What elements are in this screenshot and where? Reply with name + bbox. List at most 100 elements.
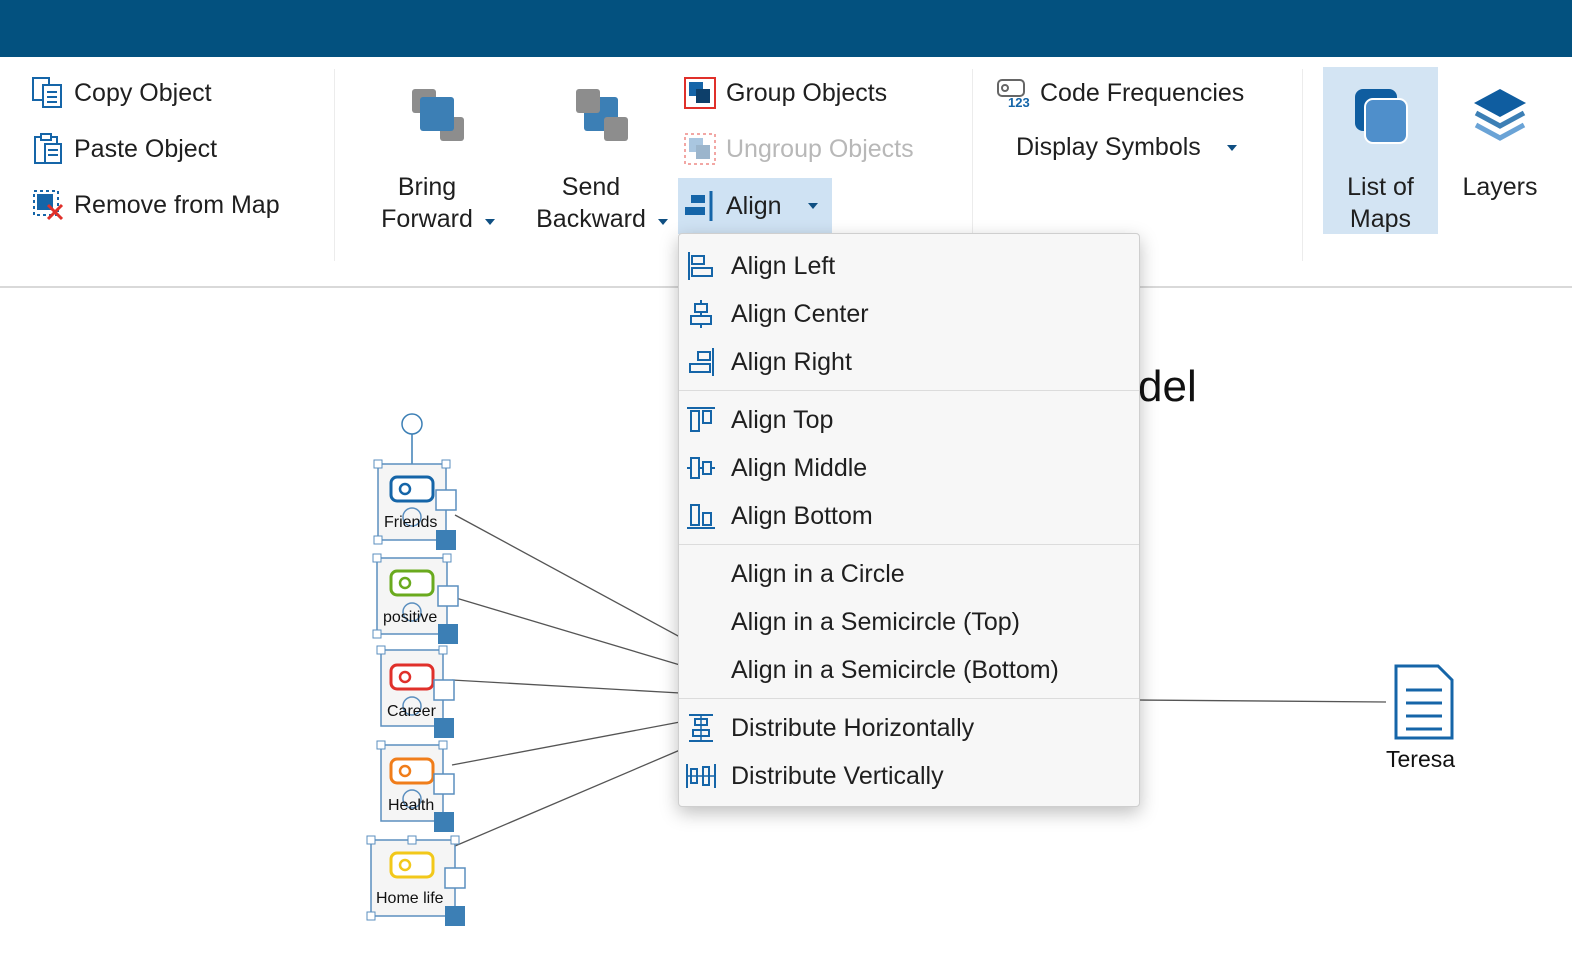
align-label: Align <box>726 191 782 220</box>
menu-item-label: Distribute Horizontally <box>731 713 975 742</box>
menu-item-distribute-horizontally[interactable]: Distribute Horizontally <box>679 706 1139 750</box>
display-symbols-button[interactable]: Display Symbols <box>1016 133 1237 162</box>
menu-item-label: Align in a Semicircle (Bottom) <box>731 655 1059 684</box>
copy-object-label: Copy Object <box>74 78 212 107</box>
group-objects-label: Group Objects <box>726 78 888 107</box>
bring-forward-button[interactable]: Bring Forward <box>368 85 508 235</box>
code-frequencies-button[interactable]: 123 Code Frequencies <box>996 75 1244 111</box>
remove-from-map-label: Remove from Map <box>74 190 280 219</box>
menu-item-align-center[interactable]: Align Center <box>679 292 1139 336</box>
code-node-positive <box>372 553 459 644</box>
code-frequencies-label: Code Frequencies <box>1040 78 1245 107</box>
node-label: Home life <box>376 890 444 907</box>
menu-item-label: Distribute Vertically <box>731 761 944 790</box>
remove-from-map-icon <box>30 187 66 223</box>
layers-label: Layers <box>1462 173 1538 201</box>
layers-button[interactable]: Layers <box>1450 85 1550 203</box>
menu-item-label: Align Top <box>731 405 834 434</box>
align-top-icon <box>679 398 723 442</box>
connection-line <box>451 679 681 694</box>
map-title: del <box>1138 362 1197 411</box>
distribute-vertically-icon <box>679 754 723 798</box>
code-node-health <box>376 740 455 832</box>
align-left-icon <box>679 244 723 288</box>
align-icon <box>682 188 718 224</box>
document-label: Teresa <box>1386 746 1456 772</box>
menu-item-label: Align Right <box>731 347 852 376</box>
code-tag-icon <box>389 851 435 879</box>
connection-line <box>454 749 681 847</box>
menu-item-label: Align Left <box>731 251 836 280</box>
code-node-career <box>376 645 455 738</box>
code-tag-icon <box>389 475 435 503</box>
code-node-home-life <box>366 835 466 926</box>
copy-object-button[interactable]: Copy Object <box>30 75 212 111</box>
svg-text:123: 123 <box>1008 95 1030 110</box>
paste-object-icon <box>30 131 66 167</box>
menu-item-align-right[interactable]: Align Right <box>679 340 1139 384</box>
menu-separator <box>679 390 1139 391</box>
menu-item-label: Align in a Circle <box>731 559 905 588</box>
ribbon-separator <box>1302 69 1303 261</box>
list-of-maps-icon <box>1349 85 1413 157</box>
remove-from-map-button[interactable]: Remove from Map <box>30 187 280 223</box>
bring-forward-chevron-down-icon[interactable] <box>484 219 495 225</box>
align-middle-icon <box>679 446 723 490</box>
align-button[interactable]: Align <box>678 178 832 234</box>
menu-item-align-left[interactable]: Align Left <box>679 244 1139 288</box>
menu-item-align-middle[interactable]: Align Middle <box>679 446 1139 490</box>
display-symbols-label: Display Symbols <box>1016 133 1201 161</box>
menu-item-label: Align Center <box>731 299 869 328</box>
group-objects-button[interactable]: Group Objects <box>682 75 887 111</box>
align-chevron-down-icon[interactable] <box>807 203 818 209</box>
menu-item-align-semicircle-bottom[interactable]: Align in a Semicircle (Bottom) <box>679 648 1139 692</box>
menu-item-align-semicircle-top[interactable]: Align in a Semicircle (Top) <box>679 600 1139 644</box>
menu-item-align-top[interactable]: Align Top <box>679 398 1139 442</box>
align-dropdown-menu: Align Left Align Center Align Right Alig… <box>678 233 1140 807</box>
node-label: positive <box>383 609 438 626</box>
title-bar <box>0 0 1572 57</box>
display-symbols-chevron-down-icon[interactable] <box>1226 144 1237 151</box>
rotation-handle <box>401 413 423 435</box>
bring-forward-icon <box>408 85 468 153</box>
ungroup-objects-button[interactable]: Ungroup Objects <box>682 131 914 167</box>
send-backward-icon <box>572 85 632 153</box>
menu-item-distribute-vertically[interactable]: Distribute Vertically <box>679 754 1139 798</box>
layers-icon <box>1470 85 1530 153</box>
list-of-maps-button[interactable]: List of Maps <box>1323 67 1438 234</box>
code-tag-icon <box>389 757 435 785</box>
menu-item-align-circle[interactable]: Align in a Circle <box>679 552 1139 596</box>
send-backward-chevron-down-icon[interactable] <box>657 219 668 225</box>
bring-forward-label: Bring Forward <box>381 173 473 233</box>
menu-item-align-bottom[interactable]: Align Bottom <box>679 494 1139 538</box>
align-bottom-icon <box>679 494 723 538</box>
menu-item-label: Align Bottom <box>731 501 873 530</box>
code-tag-icon <box>389 569 435 597</box>
code-frequencies-icon: 123 <box>996 75 1032 111</box>
node-label: Health <box>388 797 435 814</box>
connection-line <box>454 514 681 638</box>
menu-item-label: Align in a Semicircle (Top) <box>731 607 1020 636</box>
ribbon-separator <box>972 69 973 261</box>
distribute-horizontally-icon <box>679 706 723 750</box>
node-label: Friends <box>384 514 438 531</box>
menu-separator <box>679 698 1139 699</box>
connection-line <box>455 597 681 666</box>
menu-separator <box>679 544 1139 545</box>
code-node-friends <box>373 459 457 550</box>
copy-object-icon <box>30 75 66 111</box>
code-tag-icon <box>389 663 435 691</box>
align-right-icon <box>679 340 723 384</box>
paste-object-button[interactable]: Paste Object <box>30 131 217 167</box>
send-backward-button[interactable]: Send Backward <box>522 85 682 235</box>
menu-item-label: Align Middle <box>731 453 868 482</box>
node-label: Career <box>387 703 436 720</box>
connection-line <box>1137 699 1387 703</box>
group-objects-icon <box>682 75 718 111</box>
list-of-maps-label: List of Maps <box>1347 173 1414 233</box>
ribbon-separator <box>334 69 335 261</box>
ungroup-objects-label: Ungroup Objects <box>726 134 914 163</box>
align-center-icon <box>679 292 723 336</box>
paste-object-label: Paste Object <box>74 134 218 163</box>
ungroup-objects-icon <box>682 131 718 167</box>
